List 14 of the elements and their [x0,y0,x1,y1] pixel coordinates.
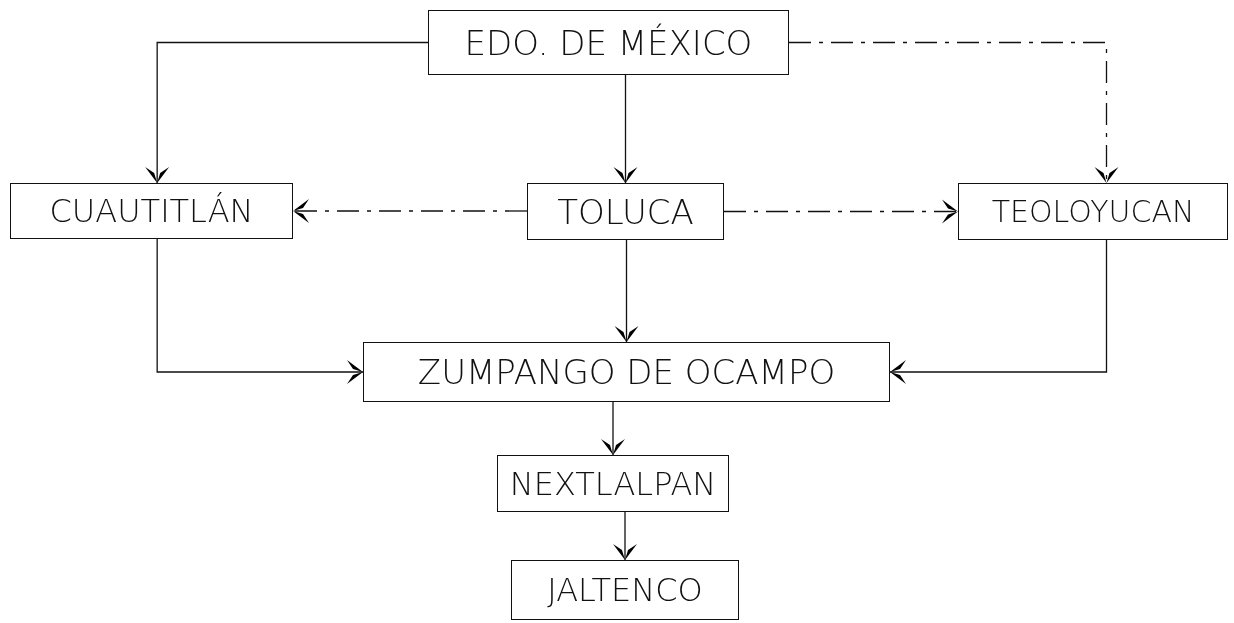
place-name: TEOLOYUCAN [991,194,1195,229]
place-box [10,183,293,239]
place-name: JALTENCO [547,571,703,609]
place-name: NEXTLALPAN [509,464,717,503]
place-box [428,10,789,75]
place-box [511,560,739,620]
place-name: ZUMPANGO DE OCAMPO [417,352,836,392]
place-box [527,183,724,240]
place-name: TOLUCA [557,191,694,232]
place-box [497,455,729,512]
place-box [363,342,890,402]
place-name: CUAUTITLÁN [49,192,254,230]
place-name: EDO. DE MÉXICO [464,22,753,63]
place-box [958,183,1228,240]
